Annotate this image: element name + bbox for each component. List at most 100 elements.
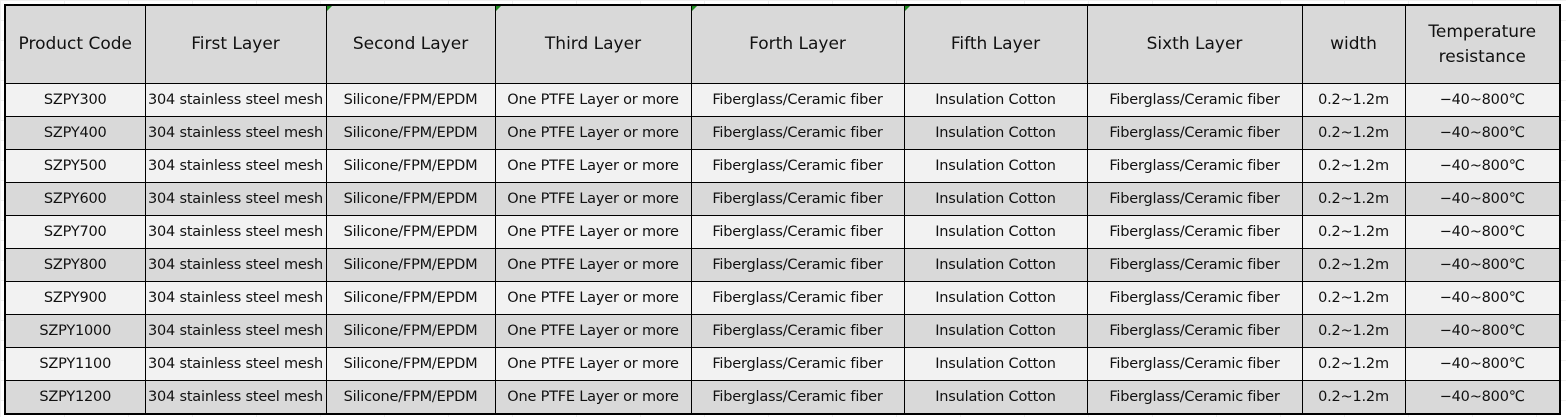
cell-product-code[interactable]: SZPY1200 — [4, 380, 146, 415]
cell-first-layer[interactable]: 304 stainless steel mesh — [144, 281, 327, 315]
cell-width[interactable]: 0.2~1.2m — [1301, 83, 1406, 117]
header-second-layer[interactable]: Second Layer — [325, 4, 496, 84]
cell-product-code[interactable]: SZPY400 — [4, 116, 146, 150]
cell-second-layer[interactable]: Silicone/FPM/EPDM — [325, 83, 496, 117]
cell-width[interactable]: 0.2~1.2m — [1301, 380, 1406, 415]
header-first-layer[interactable]: First Layer — [144, 4, 327, 84]
cell-forth-layer[interactable]: Fiberglass/Ceramic fiber — [690, 281, 905, 315]
cell-third-layer[interactable]: One PTFE Layer or more — [494, 83, 692, 117]
cell-forth-layer[interactable]: Fiberglass/Ceramic fiber — [690, 149, 905, 183]
cell-temperature-resistance[interactable]: −40~800℃ — [1404, 182, 1561, 216]
header-forth-layer[interactable]: Forth Layer — [690, 4, 905, 84]
cell-sixth-layer[interactable]: Fiberglass/Ceramic fiber — [1086, 116, 1303, 150]
cell-second-layer[interactable]: Silicone/FPM/EPDM — [325, 281, 496, 315]
cell-product-code[interactable]: SZPY1000 — [4, 314, 146, 348]
cell-width[interactable]: 0.2~1.2m — [1301, 215, 1406, 249]
cell-product-code[interactable]: SZPY500 — [4, 149, 146, 183]
cell-sixth-layer[interactable]: Fiberglass/Ceramic fiber — [1086, 347, 1303, 381]
cell-first-layer[interactable]: 304 stainless steel mesh — [144, 83, 327, 117]
cell-sixth-layer[interactable]: Fiberglass/Ceramic fiber — [1086, 182, 1303, 216]
cell-forth-layer[interactable]: Fiberglass/Ceramic fiber — [690, 248, 905, 282]
cell-third-layer[interactable]: One PTFE Layer or more — [494, 248, 692, 282]
cell-fifth-layer[interactable]: Insulation Cotton — [903, 149, 1088, 183]
cell-third-layer[interactable]: One PTFE Layer or more — [494, 314, 692, 348]
cell-third-layer[interactable]: One PTFE Layer or more — [494, 347, 692, 381]
cell-third-layer[interactable]: One PTFE Layer or more — [494, 116, 692, 150]
header-product-code[interactable]: Product Code — [4, 4, 146, 84]
cell-temperature-resistance[interactable]: −40~800℃ — [1404, 347, 1561, 381]
header-temperature-resistance[interactable]: Temperature resistance — [1404, 4, 1561, 84]
cell-third-layer[interactable]: One PTFE Layer or more — [494, 281, 692, 315]
cell-forth-layer[interactable]: Fiberglass/Ceramic fiber — [690, 116, 905, 150]
cell-sixth-layer[interactable]: Fiberglass/Ceramic fiber — [1086, 380, 1303, 415]
cell-forth-layer[interactable]: Fiberglass/Ceramic fiber — [690, 347, 905, 381]
cell-product-code[interactable]: SZPY800 — [4, 248, 146, 282]
cell-forth-layer[interactable]: Fiberglass/Ceramic fiber — [690, 215, 905, 249]
cell-width[interactable]: 0.2~1.2m — [1301, 314, 1406, 348]
cell-second-layer[interactable]: Silicone/FPM/EPDM — [325, 380, 496, 415]
cell-fifth-layer[interactable]: Insulation Cotton — [903, 380, 1088, 415]
cell-first-layer[interactable]: 304 stainless steel mesh — [144, 182, 327, 216]
cell-temperature-resistance[interactable]: −40~800℃ — [1404, 215, 1561, 249]
header-third-layer[interactable]: Third Layer — [494, 4, 692, 84]
cell-width[interactable]: 0.2~1.2m — [1301, 281, 1406, 315]
cell-fifth-layer[interactable]: Insulation Cotton — [903, 347, 1088, 381]
cell-temperature-resistance[interactable]: −40~800℃ — [1404, 83, 1561, 117]
cell-forth-layer[interactable]: Fiberglass/Ceramic fiber — [690, 314, 905, 348]
cell-temperature-resistance[interactable]: −40~800℃ — [1404, 314, 1561, 348]
cell-second-layer[interactable]: Silicone/FPM/EPDM — [325, 149, 496, 183]
cell-forth-layer[interactable]: Fiberglass/Ceramic fiber — [690, 182, 905, 216]
cell-second-layer[interactable]: Silicone/FPM/EPDM — [325, 182, 496, 216]
cell-fifth-layer[interactable]: Insulation Cotton — [903, 314, 1088, 348]
cell-width[interactable]: 0.2~1.2m — [1301, 182, 1406, 216]
cell-temperature-resistance[interactable]: −40~800℃ — [1404, 116, 1561, 150]
cell-first-layer[interactable]: 304 stainless steel mesh — [144, 149, 327, 183]
cell-second-layer[interactable]: Silicone/FPM/EPDM — [325, 116, 496, 150]
cell-third-layer[interactable]: One PTFE Layer or more — [494, 380, 692, 415]
cell-product-code[interactable]: SZPY700 — [4, 215, 146, 249]
cell-third-layer[interactable]: One PTFE Layer or more — [494, 182, 692, 216]
cell-second-layer[interactable]: Silicone/FPM/EPDM — [325, 347, 496, 381]
cell-first-layer[interactable]: 304 stainless steel mesh — [144, 116, 327, 150]
cell-fifth-layer[interactable]: Insulation Cotton — [903, 116, 1088, 150]
cell-fifth-layer[interactable]: Insulation Cotton — [903, 182, 1088, 216]
cell-fifth-layer[interactable]: Insulation Cotton — [903, 281, 1088, 315]
cell-second-layer[interactable]: Silicone/FPM/EPDM — [325, 314, 496, 348]
cell-second-layer[interactable]: Silicone/FPM/EPDM — [325, 215, 496, 249]
cell-forth-layer[interactable]: Fiberglass/Ceramic fiber — [690, 380, 905, 415]
cell-third-layer[interactable]: One PTFE Layer or more — [494, 215, 692, 249]
cell-temperature-resistance[interactable]: −40~800℃ — [1404, 380, 1561, 415]
cell-fifth-layer[interactable]: Insulation Cotton — [903, 248, 1088, 282]
cell-sixth-layer[interactable]: Fiberglass/Ceramic fiber — [1086, 83, 1303, 117]
cell-sixth-layer[interactable]: Fiberglass/Ceramic fiber — [1086, 149, 1303, 183]
cell-sixth-layer[interactable]: Fiberglass/Ceramic fiber — [1086, 248, 1303, 282]
cell-product-code[interactable]: SZPY300 — [4, 83, 146, 117]
cell-product-code[interactable]: SZPY900 — [4, 281, 146, 315]
cell-first-layer[interactable]: 304 stainless steel mesh — [144, 215, 327, 249]
cell-width[interactable]: 0.2~1.2m — [1301, 248, 1406, 282]
cell-sixth-layer[interactable]: Fiberglass/Ceramic fiber — [1086, 314, 1303, 348]
product-spec-table: Product Code First Layer Second Layer Th… — [4, 4, 1561, 415]
cell-forth-layer[interactable]: Fiberglass/Ceramic fiber — [690, 83, 905, 117]
cell-sixth-layer[interactable]: Fiberglass/Ceramic fiber — [1086, 281, 1303, 315]
cell-second-layer[interactable]: Silicone/FPM/EPDM — [325, 248, 496, 282]
cell-first-layer[interactable]: 304 stainless steel mesh — [144, 380, 327, 415]
cell-first-layer[interactable]: 304 stainless steel mesh — [144, 314, 327, 348]
cell-sixth-layer[interactable]: Fiberglass/Ceramic fiber — [1086, 215, 1303, 249]
header-width[interactable]: width — [1301, 4, 1406, 84]
cell-temperature-resistance[interactable]: −40~800℃ — [1404, 248, 1561, 282]
header-fifth-layer[interactable]: Fifth Layer — [903, 4, 1088, 84]
cell-product-code[interactable]: SZPY600 — [4, 182, 146, 216]
cell-width[interactable]: 0.2~1.2m — [1301, 116, 1406, 150]
cell-temperature-resistance[interactable]: −40~800℃ — [1404, 149, 1561, 183]
cell-fifth-layer[interactable]: Insulation Cotton — [903, 215, 1088, 249]
cell-width[interactable]: 0.2~1.2m — [1301, 347, 1406, 381]
cell-product-code[interactable]: SZPY1100 — [4, 347, 146, 381]
cell-width[interactable]: 0.2~1.2m — [1301, 149, 1406, 183]
cell-third-layer[interactable]: One PTFE Layer or more — [494, 149, 692, 183]
cell-temperature-resistance[interactable]: −40~800℃ — [1404, 281, 1561, 315]
cell-fifth-layer[interactable]: Insulation Cotton — [903, 83, 1088, 117]
header-sixth-layer[interactable]: Sixth Layer — [1086, 4, 1303, 84]
cell-first-layer[interactable]: 304 stainless steel mesh — [144, 347, 327, 381]
cell-first-layer[interactable]: 304 stainless steel mesh — [144, 248, 327, 282]
